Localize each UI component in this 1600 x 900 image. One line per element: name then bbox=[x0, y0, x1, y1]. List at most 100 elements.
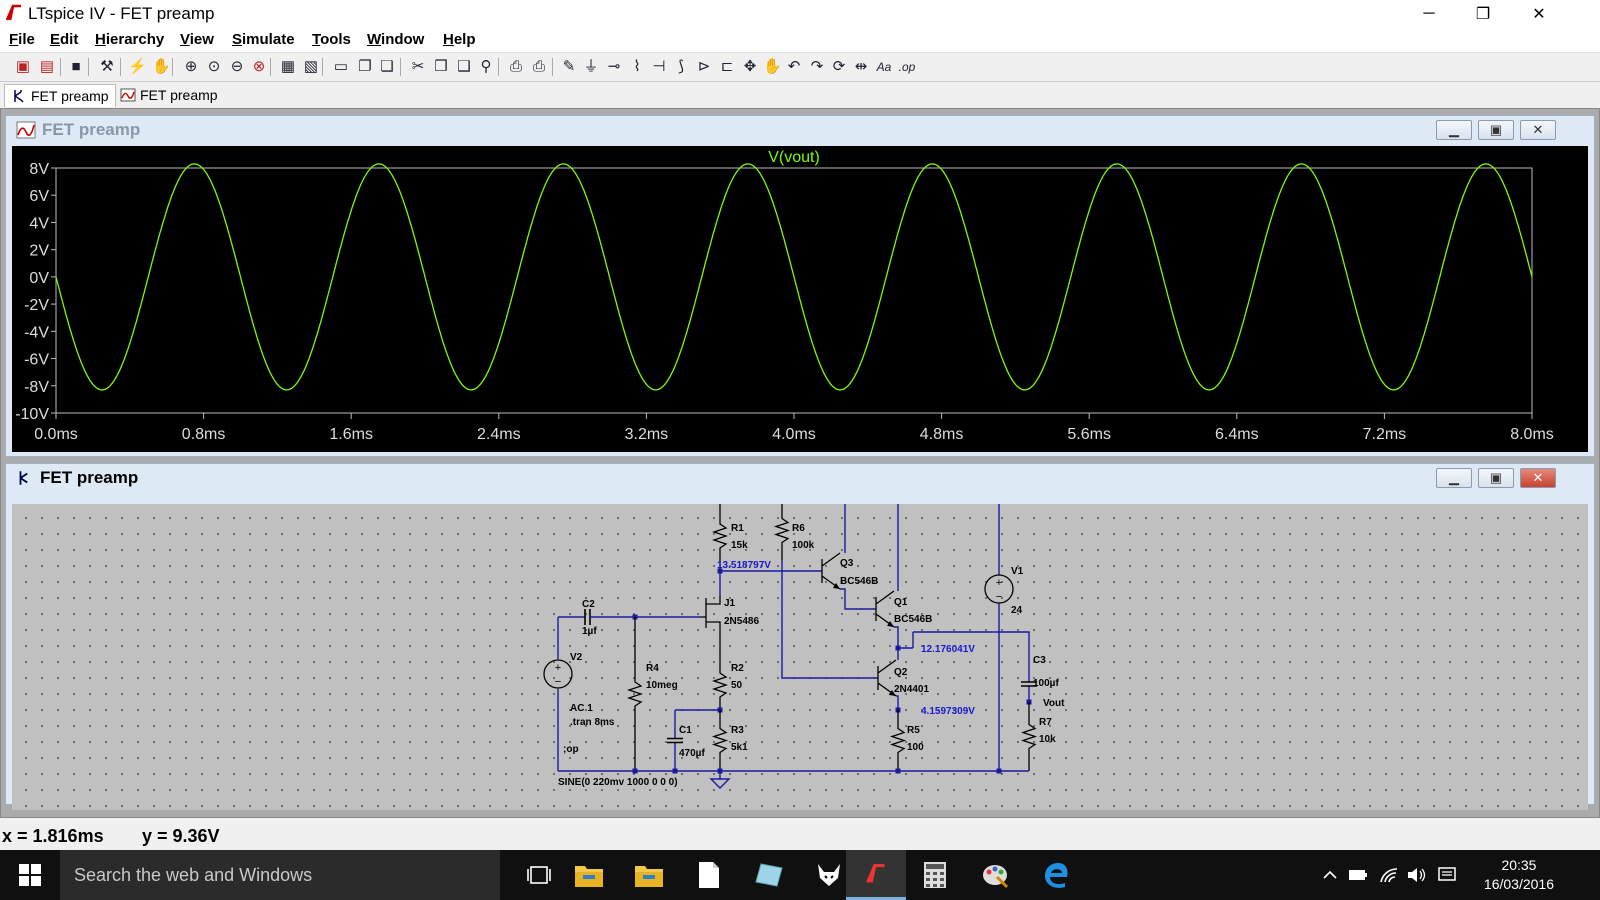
resistor-r2[interactable] bbox=[711, 660, 729, 710]
wifi-icon bbox=[1380, 868, 1398, 883]
start-button[interactable] bbox=[0, 850, 60, 900]
rotate-icon[interactable]: ⟳ bbox=[832, 58, 846, 75]
show-hidden-icons-button[interactable] bbox=[1318, 850, 1342, 900]
node-voltage-1: 13.518797V bbox=[717, 560, 771, 571]
label-r3: R3 bbox=[731, 725, 744, 736]
taskbar-app-notes[interactable] bbox=[740, 850, 798, 900]
child-close-button[interactable]: ✕ bbox=[1520, 120, 1556, 140]
inductor-icon[interactable]: ⟆ bbox=[678, 58, 684, 75]
tab-waveform[interactable]: FET preamp bbox=[114, 84, 224, 106]
trace-label[interactable]: V(vout) bbox=[768, 149, 820, 166]
menu-file[interactable]: File bbox=[9, 31, 35, 48]
paste-icon[interactable]: ❑ bbox=[457, 58, 471, 75]
zoom-cancel-icon[interactable]: ⊗ bbox=[252, 58, 266, 75]
zoom-pan-icon[interactable]: ⊙ bbox=[207, 58, 221, 75]
taskbar-calculator[interactable] bbox=[906, 850, 964, 900]
menu-simulate[interactable]: Simulate bbox=[232, 31, 295, 48]
system-clock[interactable]: 20:35 16/03/2016 bbox=[1484, 856, 1554, 894]
taskbar-file-explorer[interactable] bbox=[560, 850, 618, 900]
maximize-button[interactable]: ❐ bbox=[1475, 6, 1491, 23]
print-setup-icon[interactable]: ⎙ bbox=[509, 58, 522, 75]
child-maximize-button[interactable]: ▣ bbox=[1478, 120, 1514, 140]
taskbar-app-paint[interactable] bbox=[966, 850, 1024, 900]
menu-view[interactable]: View bbox=[180, 31, 214, 48]
capacitor-c1[interactable] bbox=[667, 737, 683, 744]
resistor-r1[interactable] bbox=[711, 501, 729, 571]
new-schematic-icon[interactable]: ▣ bbox=[15, 58, 31, 75]
redo-icon[interactable]: ↷ bbox=[810, 58, 824, 75]
menu-hierarchy[interactable]: Hierarchy bbox=[95, 31, 165, 48]
child-maximize-button[interactable]: ▣ bbox=[1478, 468, 1514, 488]
copy-icon[interactable]: ❒ bbox=[434, 58, 448, 75]
taskbar-ltspice[interactable] bbox=[846, 850, 906, 900]
print-icon[interactable]: ⎙ bbox=[532, 58, 545, 75]
jfet-j1[interactable] bbox=[700, 596, 721, 660]
open-icon[interactable]: ▤ bbox=[39, 58, 55, 75]
delete-trace-icon[interactable]: ▧ bbox=[303, 58, 319, 75]
resistor-icon[interactable]: ⌇ bbox=[633, 58, 641, 75]
resistor-r4[interactable] bbox=[626, 617, 644, 771]
resistor-r5[interactable] bbox=[889, 710, 907, 771]
task-view-button[interactable] bbox=[510, 850, 568, 900]
capacitor-c2[interactable] bbox=[584, 609, 591, 625]
voltage-source-v2[interactable] bbox=[543, 659, 573, 689]
drag-icon[interactable]: ✋ bbox=[763, 58, 782, 75]
close-button[interactable]: ✕ bbox=[1532, 6, 1546, 23]
move-icon[interactable]: ✥ bbox=[743, 58, 757, 75]
undo-icon[interactable]: ↶ bbox=[787, 58, 801, 75]
taskbar: Search the web and Windows 2 bbox=[0, 850, 1600, 900]
resistor-r7[interactable] bbox=[1020, 702, 1038, 771]
menu-help[interactable]: Help bbox=[443, 31, 476, 48]
text-icon[interactable]: Aa bbox=[876, 60, 892, 74]
autorange-icon[interactable]: ▦ bbox=[280, 58, 296, 75]
transistor-q3[interactable] bbox=[821, 552, 841, 590]
child-minimize-button[interactable]: ▁ bbox=[1436, 120, 1472, 140]
label-net-icon[interactable]: ⊸ bbox=[607, 58, 621, 75]
run-icon[interactable]: ⚡ bbox=[128, 58, 147, 75]
menu-tools[interactable]: Tools bbox=[312, 31, 351, 48]
cut-icon[interactable]: ✂ bbox=[411, 58, 425, 75]
save-icon[interactable]: ■ bbox=[71, 58, 81, 75]
component-icon[interactable]: ⊏ bbox=[720, 58, 734, 75]
tab-schematic[interactable]: FET preamp bbox=[4, 84, 116, 107]
spice-directive-icon[interactable]: .op bbox=[898, 60, 916, 74]
zoom-out-icon[interactable]: ⊖ bbox=[230, 58, 244, 75]
find-icon[interactable]: ⚲ bbox=[480, 58, 492, 75]
taskbar-app-fox[interactable] bbox=[800, 850, 858, 900]
taskbar-document[interactable] bbox=[680, 850, 738, 900]
control-panel-icon[interactable]: ⚒ bbox=[100, 58, 114, 75]
halt-icon[interactable]: ✋ bbox=[152, 58, 171, 75]
trace-vout[interactable] bbox=[55, 163, 1533, 391]
ltspice-logo-icon bbox=[866, 863, 885, 883]
menu-window[interactable]: Window bbox=[367, 31, 425, 48]
taskbar-folder[interactable] bbox=[620, 850, 678, 900]
search-input[interactable]: Search the web and Windows bbox=[60, 850, 500, 900]
capacitor-c3[interactable] bbox=[1021, 681, 1037, 687]
capacitor-icon[interactable]: ⊣ bbox=[652, 58, 666, 75]
resistor-r3[interactable] bbox=[711, 710, 729, 771]
transistor-q1[interactable] bbox=[875, 590, 895, 628]
child-minimize-button[interactable]: ▁ bbox=[1436, 468, 1472, 488]
wire-icon[interactable]: ✎ bbox=[562, 58, 576, 75]
child-close-button[interactable]: ✕ bbox=[1520, 468, 1556, 488]
network-tray-button[interactable] bbox=[1376, 850, 1402, 900]
schematic-svg[interactable]: R115k13.518797VR6100kQ3BC546BQ1BC546B12.… bbox=[12, 498, 1588, 810]
volume-tray-button[interactable] bbox=[1404, 850, 1430, 900]
diode-icon[interactable]: ⊳ bbox=[697, 58, 711, 75]
resistor-r6[interactable] bbox=[773, 501, 791, 560]
mirror-icon[interactable]: ⇹ bbox=[854, 58, 868, 75]
tile-horizontal-icon[interactable]: ▭ bbox=[333, 58, 349, 75]
menu-edit[interactable]: Edit bbox=[50, 31, 79, 48]
battery-tray-button[interactable] bbox=[1346, 850, 1370, 900]
minimize-button[interactable]: ─ bbox=[1423, 5, 1435, 22]
ground-icon[interactable]: ⏚ bbox=[583, 58, 599, 75]
action-center-button[interactable] bbox=[1434, 850, 1460, 900]
taskbar-edge[interactable] bbox=[1028, 850, 1086, 900]
voltage-source-v1[interactable] bbox=[984, 574, 1014, 604]
zoom-in-icon[interactable]: ⊕ bbox=[184, 58, 198, 75]
cascade-icon[interactable]: ❐ bbox=[358, 58, 372, 75]
close-windows-icon[interactable]: ❏ bbox=[380, 58, 394, 75]
